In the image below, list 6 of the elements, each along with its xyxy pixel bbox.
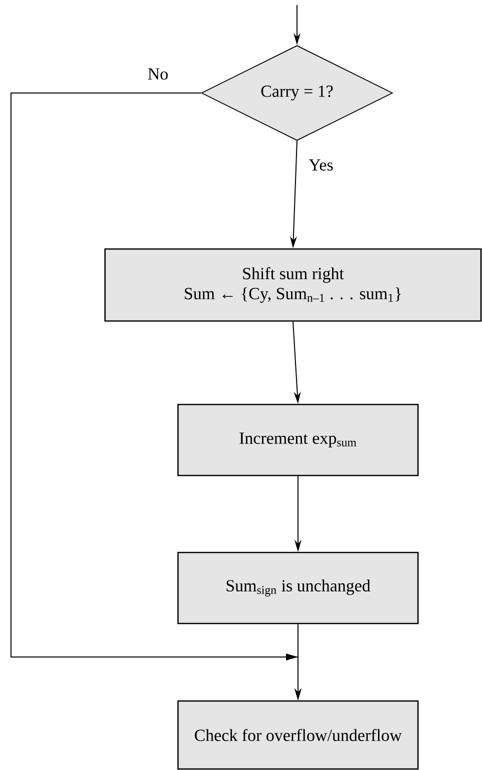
process-box: Sum$_{sign}$ is unchanged [177,552,419,624]
edge-label: No [146,67,170,81]
process-box: Shift sum right Sum ← {Cy, Sum$_{n–1}$ . . . sum$_{1}$} [104,248,482,322]
edge-label: Yes [308,158,334,172]
process-box: Increment exp$_{sum}$ [177,404,419,476]
process-box: Check for overflow/underflow [177,700,419,770]
